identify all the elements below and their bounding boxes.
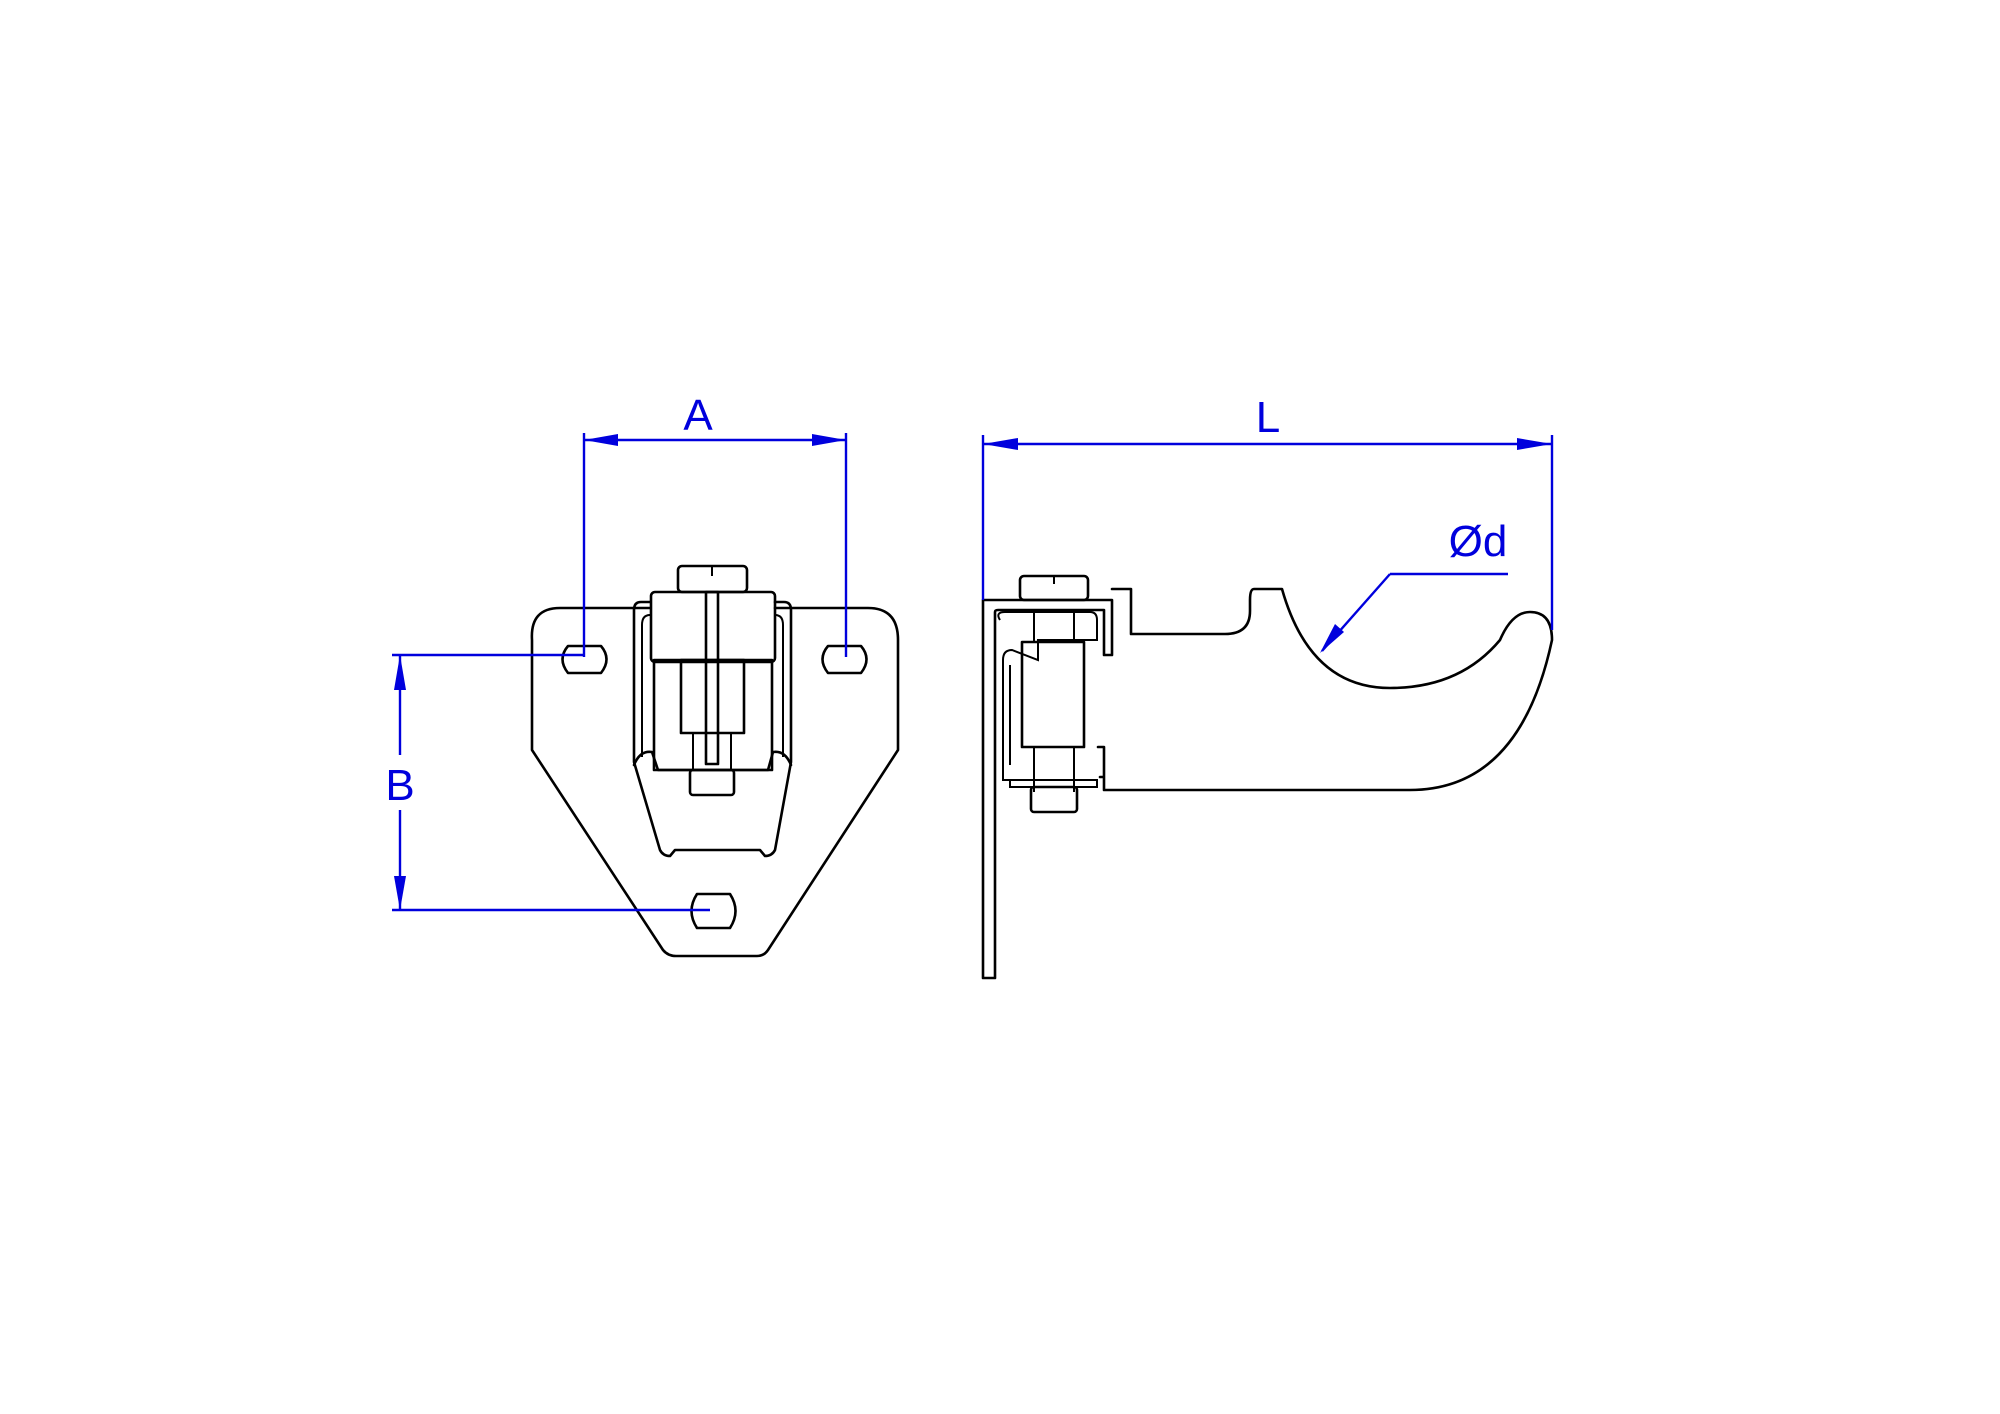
side-bolt-nut <box>1020 640 1086 749</box>
clamp-body <box>652 658 774 772</box>
clamp-bracket-outer <box>632 600 793 858</box>
dimension-B: B <box>385 653 710 912</box>
front-view <box>530 564 900 958</box>
clamp-jaw <box>632 750 793 772</box>
clamp-block <box>649 590 777 664</box>
dimension-L: L <box>981 393 1554 630</box>
dimension-label-d: Ød <box>1449 517 1508 566</box>
center-pin <box>704 590 720 766</box>
dimension-A: A <box>582 391 848 657</box>
angle-plate <box>981 598 1114 980</box>
side-view <box>981 574 1554 980</box>
dimension-label-B: B <box>385 761 414 810</box>
bolt-shank <box>679 658 746 735</box>
slot-hole-right <box>821 644 868 675</box>
slot-hole-bottom <box>690 892 737 930</box>
side-clamp-bracket <box>997 611 1098 788</box>
hook-profile <box>1096 587 1554 792</box>
dimension-label-L: L <box>1256 393 1280 442</box>
dimension-d: Ød <box>1320 517 1508 653</box>
side-bolt-end <box>1029 785 1079 814</box>
dimension-label-A: A <box>683 391 713 440</box>
clamp-bracket-inner <box>641 614 784 757</box>
bolt-thread-end <box>688 768 736 797</box>
